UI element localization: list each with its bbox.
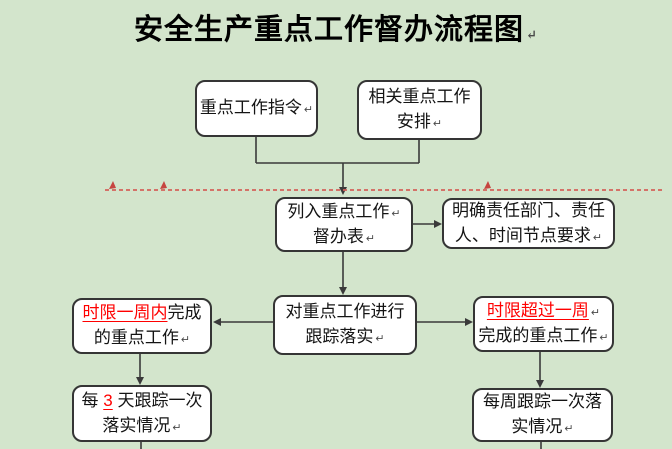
- page-title-text: 安全生产重点工作督办流程图: [134, 12, 525, 46]
- return-mark: ↵: [590, 307, 601, 320]
- node-line: 完成的重点工作↵: [478, 324, 608, 349]
- node-label: 完成: [167, 303, 202, 323]
- node-label: 每: [81, 390, 104, 410]
- node-over-one-week: 时限超过一周↵ 完成的重点工作↵: [473, 296, 614, 352]
- return-mark: ↵: [526, 28, 538, 43]
- return-mark: ↵: [303, 104, 314, 117]
- node-label: 重点工作指令: [199, 98, 302, 118]
- node-key-work-directive: 重点工作指令↵: [195, 80, 318, 137]
- node-track-weekly: 每周跟踪一次落 实情况↵: [472, 388, 613, 442]
- return-mark: ↵: [180, 334, 191, 346]
- node-line: 督办表↵: [313, 225, 375, 250]
- node-line: 重点工作指令↵: [200, 96, 313, 121]
- node-within-one-week: 时限一周内完成 的重点工作↵: [72, 298, 212, 354]
- node-line: 每 3 天跟踪一次: [82, 389, 203, 414]
- node-label: 相关重点工作: [368, 87, 471, 107]
- node-label: 明确责任部门、责任: [452, 200, 605, 220]
- arrowhead-left-icon: [213, 318, 221, 326]
- return-mark: ↵: [432, 118, 443, 130]
- arrowhead-right-icon: [434, 220, 442, 228]
- node-line: 安排↵: [397, 110, 442, 135]
- page-title: 安全生产重点工作督办流程图↵: [0, 6, 672, 48]
- node-line: 明确责任部门、责任: [452, 199, 605, 224]
- node-line: 相关重点工作: [369, 85, 471, 110]
- node-track-every-3-days: 每 3 天跟踪一次 落实情况↵: [72, 385, 212, 442]
- node-label: 人、时间节点要求: [454, 225, 591, 245]
- node-label: 跟踪落实: [305, 327, 374, 346]
- arrowhead-down-icon: [339, 287, 347, 295]
- node-line: 列入重点工作↵: [287, 200, 400, 225]
- node-label: 列入重点工作: [287, 201, 390, 221]
- node-track-implementation: 对重点工作进行 跟踪落实↵: [273, 295, 417, 355]
- node-label: 完成的重点工作: [478, 326, 598, 345]
- node-label: 对重点工作进行: [285, 302, 405, 322]
- return-mark: ↵: [172, 421, 182, 434]
- node-label-highlight: 时限一周内: [82, 303, 168, 323]
- node-label: 落实情况: [102, 415, 171, 435]
- return-mark: ↵: [599, 332, 609, 344]
- return-mark: ↵: [592, 231, 603, 244]
- node-line: 的重点工作↵: [94, 326, 190, 351]
- node-label: 实情况: [511, 417, 563, 436]
- red-revision-mark-icon: [109, 181, 116, 189]
- arrowhead-right-icon: [465, 318, 473, 326]
- node-line: 人、时间节点要求↵: [455, 224, 602, 249]
- node-related-key-work-arrangement: 相关重点工作 安排↵: [357, 80, 482, 140]
- node-line: 时限一周内完成: [83, 301, 202, 326]
- arrowhead-down-icon: [136, 377, 144, 385]
- node-label-highlight: 3: [103, 390, 113, 410]
- node-label: 督办表: [312, 226, 364, 246]
- node-clarify-responsibility: 明确责任部门、责任 人、时间节点要求↵: [442, 198, 615, 249]
- node-label: 天跟踪一次: [112, 390, 203, 410]
- node-label-highlight: 时限超过一周: [486, 301, 589, 321]
- return-mark: ↵: [564, 423, 574, 435]
- node-line: 每周跟踪一次落: [483, 390, 602, 415]
- node-line: 跟踪落实↵: [305, 325, 384, 350]
- red-revision-mark-icon: [160, 181, 167, 189]
- node-label: 安排: [396, 112, 431, 131]
- return-mark: ↵: [365, 232, 376, 245]
- arrowhead-down-icon: [536, 380, 544, 388]
- node-line: 实情况↵: [511, 415, 573, 440]
- node-supervision-list: 列入重点工作↵ 督办表↵: [275, 197, 413, 252]
- return-mark: ↵: [375, 333, 385, 345]
- return-mark: ↵: [391, 207, 401, 220]
- node-line: 落实情况↵: [102, 414, 181, 439]
- node-line: 时限超过一周↵: [487, 299, 600, 324]
- red-revision-mark-icon: [484, 181, 491, 189]
- node-label: 每周跟踪一次落: [483, 392, 602, 412]
- node-line: 对重点工作进行: [286, 300, 405, 325]
- arrowhead-down-icon: [339, 187, 347, 195]
- node-label: 的重点工作: [93, 328, 179, 347]
